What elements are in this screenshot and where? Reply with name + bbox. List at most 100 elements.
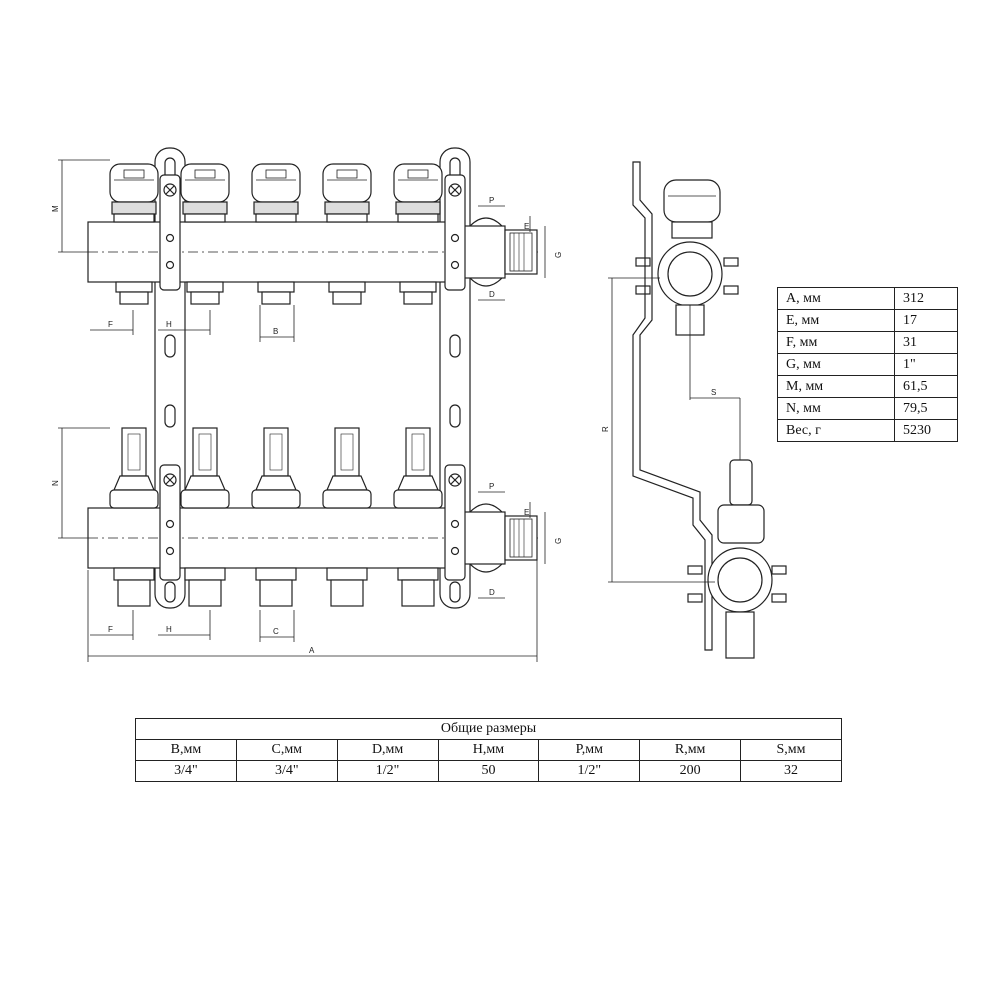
dim-label-s: S (711, 388, 716, 397)
outlet-fitting-nut (328, 281, 366, 293)
dim-label-f-bottom: F (108, 625, 113, 634)
flowmeter-nut (180, 489, 230, 509)
valve-cap (251, 163, 301, 223)
outlet-fitting (186, 281, 224, 305)
bracket-clamps (159, 174, 466, 581)
outlet-fitting (328, 281, 366, 305)
valve-cap-slot (265, 169, 287, 179)
side-bracket (632, 161, 713, 651)
dim-label-e-top: E (524, 222, 529, 231)
valve-cap-ring (253, 201, 299, 215)
dimensions-value-cell: 3/4" (235, 760, 338, 782)
valve-cap-base (184, 213, 226, 223)
flowmeter-neck (255, 475, 297, 491)
flowmeter-neck (326, 475, 368, 491)
flowmeter-scale (411, 433, 425, 471)
dimensions-value-cell: 32 (740, 760, 842, 782)
flowmeter-tube (192, 427, 218, 477)
outlet-fitting-thread (403, 291, 433, 305)
outlet-fitting (115, 281, 153, 305)
valve-cap-base (255, 213, 297, 223)
flowmeter (393, 427, 443, 509)
dimensions-header-cell: R,мм (639, 739, 742, 761)
outlet-fitting-thread (401, 579, 435, 607)
dimension-labels: M N A F H B F H C P D P D E E G G (51, 196, 563, 655)
flowmeter-neck (184, 475, 226, 491)
dimensions-value-cell: 1/2" (538, 760, 641, 782)
dimensions-header-cell: B,мм (135, 739, 237, 761)
dimensions-value-cell: 3/4" (135, 760, 237, 782)
flowmeter (180, 427, 230, 509)
outlet-fitting-nut (255, 567, 297, 581)
outlet-fitting (113, 567, 155, 607)
dimensions-value-cell: 1/2" (336, 760, 439, 782)
flowmeter (109, 427, 159, 509)
outlet-fitting (255, 567, 297, 607)
dimensions-header-cell: D,мм (336, 739, 439, 761)
side-dimension-lines (608, 277, 741, 583)
valve-cap-ring (324, 201, 370, 215)
outlet-fitting (326, 567, 368, 607)
dim-label-p-top: P (489, 196, 494, 205)
outlet-fitting (184, 567, 226, 607)
dim-label-d-bottom: D (489, 588, 495, 597)
outlet-fitting-nut (399, 281, 437, 293)
outlet-fitting (257, 281, 295, 305)
flowmeter-nut (322, 489, 372, 509)
spec-value: 79,5 (894, 397, 958, 420)
dim-label-n: N (51, 480, 60, 486)
dim-label-r: R (601, 426, 610, 432)
valve-cap (393, 163, 443, 223)
dim-label-b: B (273, 327, 278, 336)
side-lower-valve (687, 459, 787, 659)
valve-cap-slot (407, 169, 429, 179)
spec-value: 17 (894, 309, 958, 332)
side-view: R S (601, 161, 787, 659)
outlet-fitting-thread (261, 291, 291, 305)
flowmeter-tube (334, 427, 360, 477)
flowmeter (322, 427, 372, 509)
outlet-fitting (397, 567, 439, 607)
top-outlet-fittings (115, 281, 437, 305)
flowmeter-nut (109, 489, 159, 509)
dim-label-a: A (309, 646, 315, 655)
spec-label: E, мм (777, 309, 895, 332)
valve-cap-ring (182, 201, 228, 215)
valve-cap-ring (111, 201, 157, 215)
side-upper-valve (635, 179, 739, 336)
flowmeter-neck (397, 475, 439, 491)
outlet-fitting-thread (190, 291, 220, 305)
flowmeter-scale (198, 433, 212, 471)
valve-cap-slot (336, 169, 358, 179)
dim-label-c: C (273, 627, 279, 636)
bottom-manifold-bar (87, 503, 540, 573)
valve-cap (180, 163, 230, 223)
outlet-fitting-thread (117, 579, 151, 607)
spec-value: 1" (894, 353, 958, 376)
flowmeter (251, 427, 301, 509)
dimensions-table-title: Общие размеры (135, 718, 842, 740)
valve-cap-base (326, 213, 368, 223)
spec-value: 61,5 (894, 375, 958, 398)
spec-label: G, мм (777, 353, 895, 376)
outlet-fitting-nut (257, 281, 295, 293)
outlet-fitting-nut (397, 567, 439, 581)
outlet-fitting-nut (113, 567, 155, 581)
valve-cap-base (397, 213, 439, 223)
dimensions-header-cell: P,мм (538, 739, 641, 761)
flowmeter-group (109, 427, 443, 509)
dimensions-header-cell: S,мм (740, 739, 842, 761)
dim-label-h-top: H (166, 320, 172, 329)
flowmeter-scale (269, 433, 283, 471)
valve-cap-slot (123, 169, 145, 179)
